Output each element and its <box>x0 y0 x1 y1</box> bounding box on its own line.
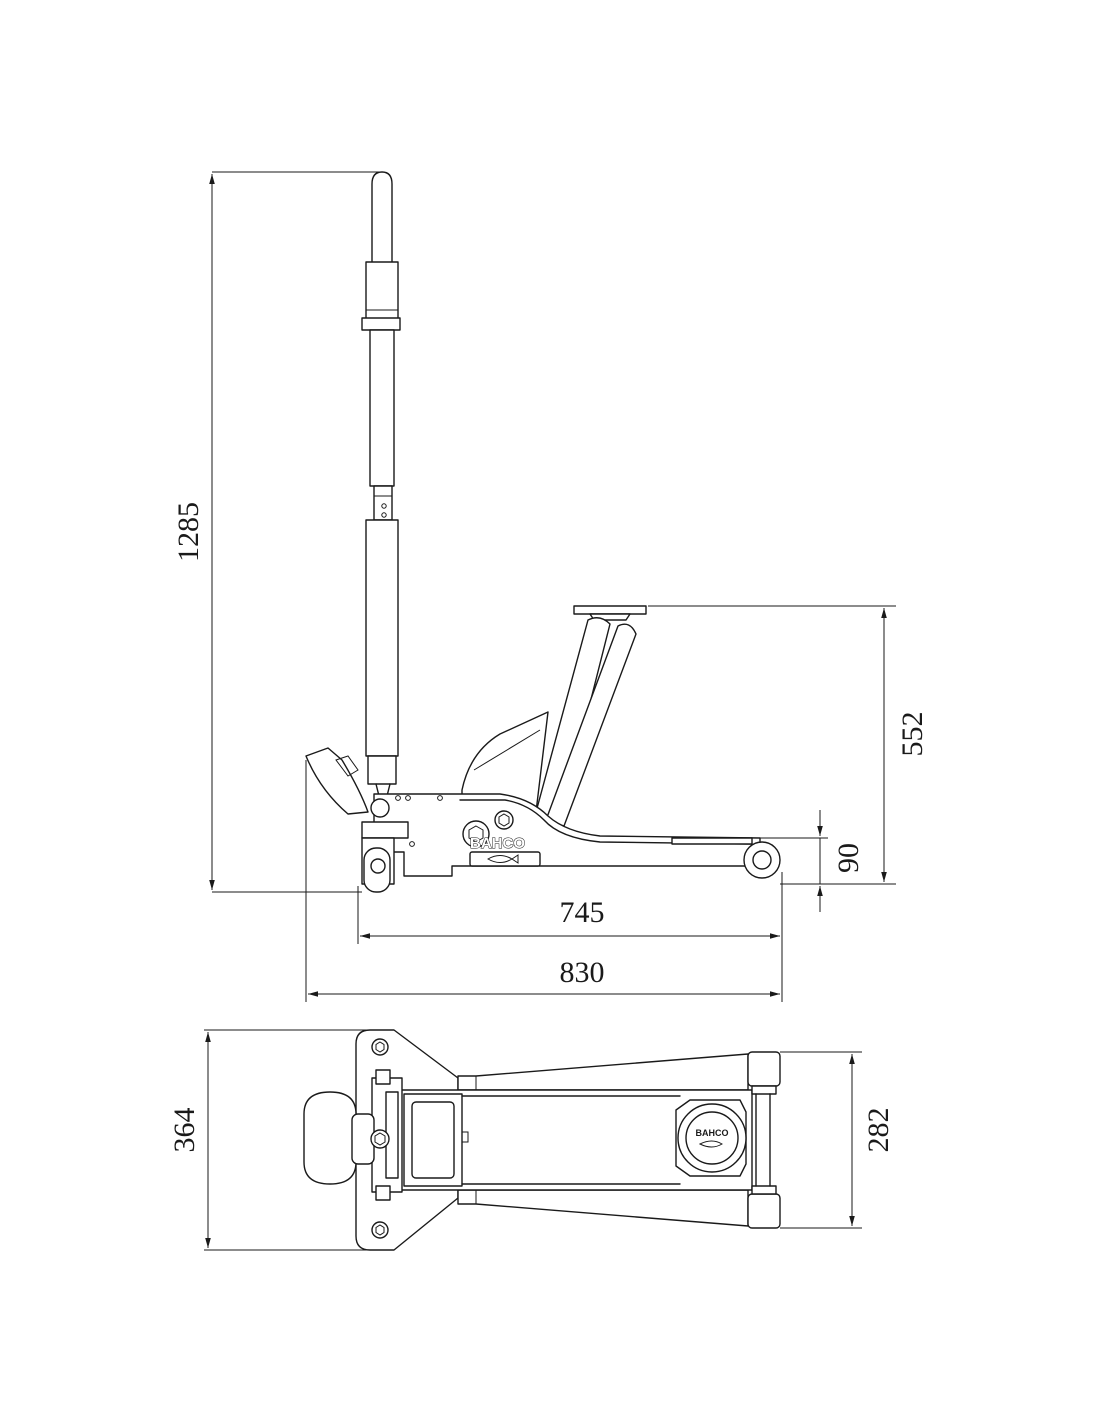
saddle-top-view: BAHCO <box>675 1099 747 1177</box>
dimension-wheel-track: 282 <box>849 1054 895 1226</box>
top-view: BAHCO 364 282 <box>168 1029 895 1251</box>
fish-logo-icon <box>698 1140 723 1148</box>
dimension-min-height: 90 <box>817 810 865 912</box>
fish-logo-icon <box>487 854 519 864</box>
side-arm-top <box>457 1053 749 1091</box>
side-view: BAHCO 1 <box>172 171 929 1002</box>
front-wheel <box>743 841 781 879</box>
side-arm-bottom <box>457 1189 749 1227</box>
dimension-label-height: 1285 <box>172 502 205 562</box>
rear-wheel <box>303 1091 357 1185</box>
brand-logo-small: BAHCO <box>696 1128 729 1138</box>
foot-pedal <box>305 747 369 815</box>
dimension-overall-width: 364 <box>168 1032 211 1248</box>
front-wheels <box>747 1051 781 1229</box>
logo-plate: BAHCO <box>469 835 541 867</box>
dimension-label-track: 282 <box>862 1108 895 1153</box>
rear-caster <box>361 821 409 893</box>
dimension-overall-length: 830 <box>308 956 780 997</box>
dimension-label-lift: 552 <box>896 712 929 757</box>
dimension-wheelbase: 745 <box>360 896 780 939</box>
dimension-label-wheelbase: 745 <box>560 896 605 929</box>
dimension-label-length: 830 <box>560 956 605 989</box>
dimension-overall-height: 1285 <box>172 174 215 890</box>
lift-arm <box>461 605 647 827</box>
dimension-max-lift-height: 552 <box>881 608 929 882</box>
jack-handle <box>361 171 401 801</box>
brand-logo: BAHCO <box>470 835 525 852</box>
dimension-label-min: 90 <box>832 843 865 873</box>
dimension-label-width: 364 <box>168 1108 201 1153</box>
